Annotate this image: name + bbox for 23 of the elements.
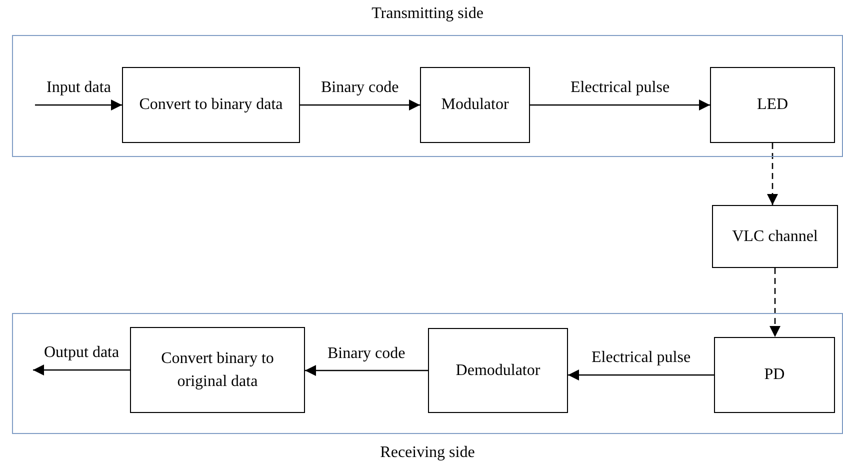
- edge-label: Output data: [42, 344, 122, 362]
- edge-label: Binary code: [319, 79, 401, 97]
- process-box: Modulator: [420, 67, 530, 143]
- process-box: Convert binary to original data: [130, 327, 305, 413]
- arrow: [33, 364, 130, 376]
- arrow: [530, 100, 710, 110]
- arrow: [305, 365, 428, 376]
- process-box: Demodulator: [428, 328, 568, 413]
- edge-label: Electrical pulse: [590, 349, 693, 367]
- edge-label: Electrical pulse: [568, 79, 672, 97]
- arrow: [767, 143, 778, 205]
- arrow: [300, 100, 420, 110]
- arrow: [770, 268, 780, 337]
- arrow: [568, 370, 714, 380]
- section-heading: Transmitting side: [372, 5, 484, 23]
- edge-label: Input data: [44, 79, 113, 97]
- process-box: VLC channel: [712, 205, 838, 268]
- edge-label: Binary code: [326, 344, 408, 362]
- process-box: LED: [710, 67, 835, 143]
- arrow: [35, 100, 122, 110]
- process-box: Convert to binary data: [122, 67, 300, 143]
- process-box: PD: [714, 337, 835, 413]
- section-heading: Receiving side: [380, 444, 475, 462]
